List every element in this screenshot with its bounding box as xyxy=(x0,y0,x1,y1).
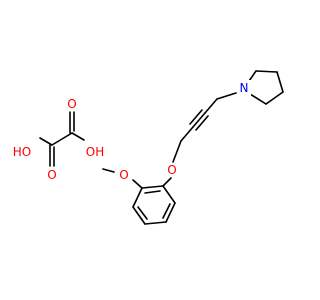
benzene-c6-c1-bond xyxy=(141,185,164,189)
benzene-c1-c2-bond xyxy=(162,185,176,204)
triple-bond-side-b xyxy=(195,115,209,131)
methoxy-oxygen-label: O xyxy=(119,168,128,182)
triple-bond-side-a xyxy=(189,109,203,125)
benzene-c4-c5-bond xyxy=(132,206,146,225)
ch2-alkyne-bond xyxy=(204,98,218,114)
canvas-background xyxy=(0,0,300,300)
oxalic-cc-bond xyxy=(51,132,73,146)
benzene-methoxy-o-bond xyxy=(132,179,143,189)
oxalic-acid-molecule: HO O O OH xyxy=(13,97,104,182)
pyrrolidine-c2-c3-bond xyxy=(255,70,278,73)
methoxy-o-ch3-bond xyxy=(102,168,115,173)
oxalic-c1-oh-bond xyxy=(39,137,53,146)
pyrrolidine-c5-n-bond xyxy=(249,93,267,105)
benzene-inner-double-1 xyxy=(162,203,171,219)
ether-oxygen-label: O xyxy=(167,163,176,177)
structure-canvas: HO O O OH xyxy=(0,0,300,300)
nitrogen-label-bg xyxy=(237,80,251,96)
oxalic-o-label-top: O xyxy=(67,97,76,111)
triple-bond-center xyxy=(192,112,206,128)
ch2-ether-o-bond xyxy=(172,140,182,163)
benzene-c5-c6-bond xyxy=(132,187,143,208)
benzene-inner-double-3 xyxy=(144,190,161,194)
pyrrolidine-c3-c4-bond xyxy=(276,71,284,93)
nitrogen-label: N xyxy=(240,81,249,95)
benzene-c2-c3-bond xyxy=(165,202,176,223)
ether-o-benzene-bond xyxy=(162,177,172,187)
main-compound-molecule: N O O xyxy=(102,70,284,225)
benzene-inner-double-2 xyxy=(137,206,148,220)
oxalic-o-label-bottom: O xyxy=(47,168,56,182)
oxalic-ho-label-left: HO xyxy=(13,145,31,159)
benzene-c3-c4-bond xyxy=(144,221,167,225)
alkyne-ch2-bond xyxy=(180,126,194,142)
oxalic-c2-oh-bond xyxy=(71,132,85,141)
oxalic-oh-label-right: OH xyxy=(86,145,104,159)
pyrrolidine-c4-c5-bond xyxy=(265,91,284,105)
n-ch2-bond xyxy=(216,92,237,100)
